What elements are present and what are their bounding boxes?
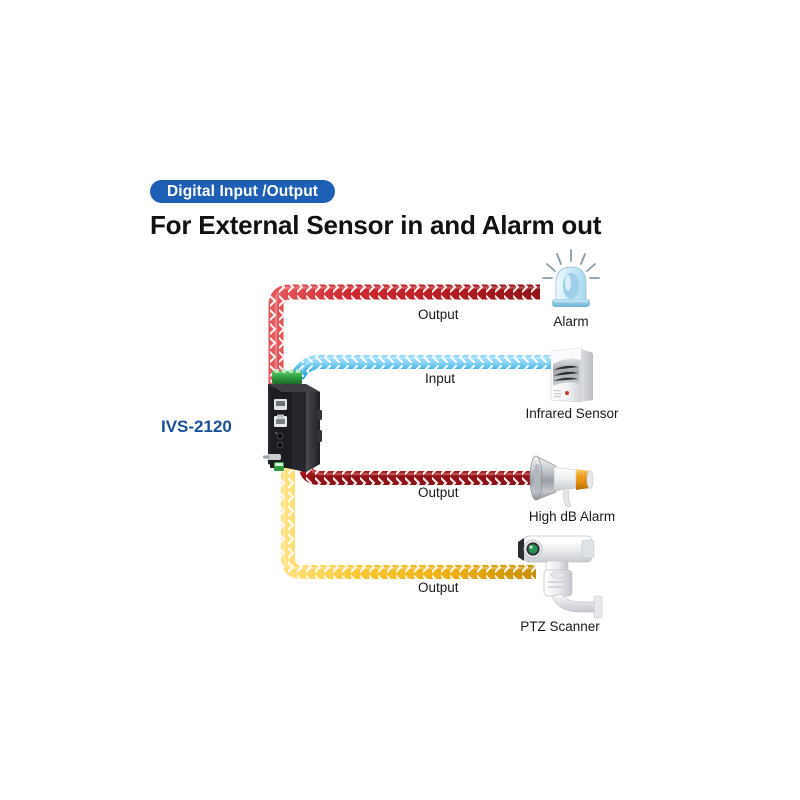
node-caption-high-db-alarm: High dB Alarm (528, 509, 616, 524)
node-infrared-sensor-icon (543, 344, 601, 406)
mount-clip (317, 430, 322, 442)
node-ptz-scanner-icon (506, 528, 614, 620)
node-caption-infrared-sensor: Infrared Sensor (525, 406, 619, 421)
node-alarm-icon (536, 248, 606, 314)
terminal-block-icon (272, 369, 302, 384)
cable-label-ptz-output: Output (418, 580, 459, 595)
light-rays-icon (542, 249, 600, 279)
mount-clip (317, 410, 322, 420)
led-indicator (565, 391, 569, 395)
node-high-db-alarm-icon (528, 450, 614, 510)
cable-alarm-output (268, 284, 540, 392)
cable-label-horn-output: Output (418, 485, 459, 500)
cable-label-sensor-input: Input (425, 371, 456, 386)
node-caption-ptz-scanner: PTZ Scanner (520, 619, 600, 634)
device-label: IVS-2120 (161, 417, 232, 436)
cable-label-alarm-output: Output (418, 307, 459, 322)
cable-horn-output (299, 452, 536, 485)
audio-jack (276, 432, 284, 440)
device-ivs-2120[interactable] (258, 368, 332, 476)
bnc-connector (263, 454, 281, 460)
cable-ptz-output (281, 468, 536, 579)
page-title: For External Sensor in and Alarm out (150, 210, 602, 240)
audio-jack (276, 441, 284, 449)
section-badge: Digital Input /Output (150, 180, 336, 203)
node-caption-alarm: Alarm (553, 314, 589, 329)
